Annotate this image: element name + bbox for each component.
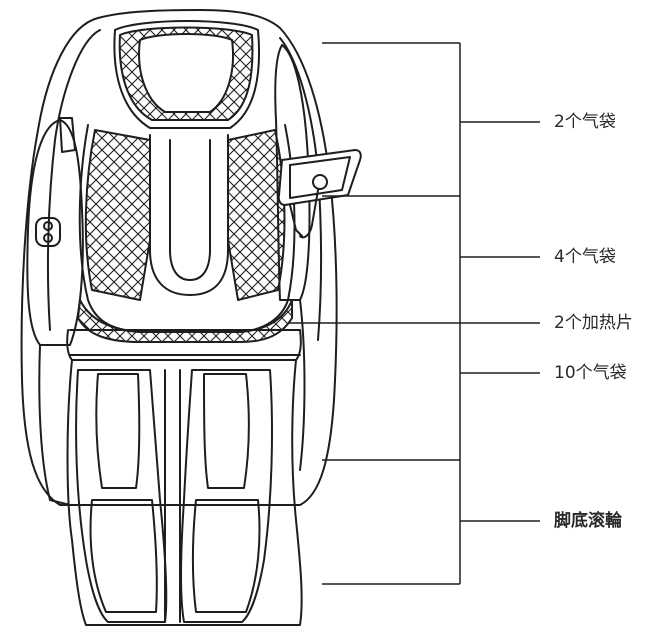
remote-tablet-screen bbox=[289, 156, 351, 199]
seat-band-quilt bbox=[77, 299, 293, 343]
leg-rest-outer bbox=[66, 359, 303, 626]
left-armrest-handle bbox=[59, 117, 76, 153]
right-leg-foot-pad bbox=[192, 499, 261, 613]
label-heating-pads: 2个加热片 bbox=[554, 313, 633, 333]
right-side-skirt bbox=[299, 299, 306, 471]
back-left-quilt bbox=[84, 129, 151, 301]
label-airbags-back: 4个气袋 bbox=[554, 247, 616, 267]
left-leg-channel bbox=[75, 369, 168, 623]
left-control-panel bbox=[35, 217, 61, 247]
left-armrest bbox=[26, 119, 84, 346]
left-leg-calf-pad bbox=[95, 373, 141, 489]
seat-front-panel bbox=[66, 329, 302, 361]
left-leg-foot-pad bbox=[89, 499, 158, 613]
remote-tablet-arm bbox=[299, 189, 319, 239]
headrest-pillow bbox=[138, 33, 234, 113]
label-foot-rollers: 脚底滚輪 bbox=[554, 511, 622, 531]
back-right-quilt bbox=[227, 129, 286, 301]
left-control-button-top bbox=[43, 221, 53, 231]
right-leg-calf-pad bbox=[203, 373, 250, 489]
chair-outer-shell bbox=[20, 9, 338, 506]
left-side-skirt bbox=[38, 344, 71, 506]
headrest-pad bbox=[113, 20, 261, 129]
remote-tablet-knob bbox=[312, 174, 328, 190]
right-leg-channel bbox=[180, 369, 273, 623]
seat-front-edge bbox=[69, 329, 301, 356]
left-control-button-bottom bbox=[43, 233, 53, 243]
remote-tablet-mount bbox=[289, 204, 303, 237]
label-airbags-head: 2个气袋 bbox=[554, 112, 616, 132]
back-spine bbox=[149, 134, 229, 296]
back-spine-inner bbox=[169, 139, 211, 281]
leg-rest-divider bbox=[164, 369, 181, 623]
label-airbags-legs: 10个气袋 bbox=[554, 363, 627, 383]
